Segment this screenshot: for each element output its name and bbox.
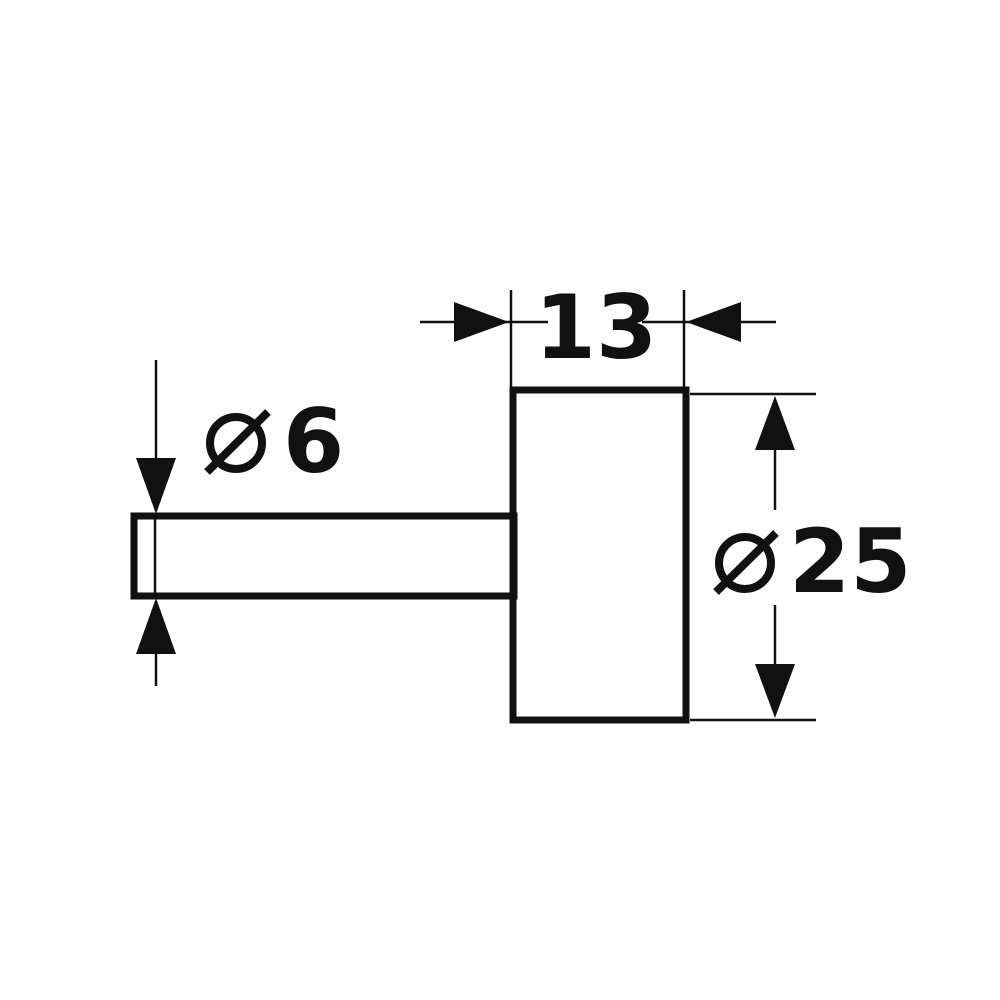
head-diameter-dimension: 25 [690,392,911,722]
part-outline [130,386,690,724]
shank-diameter-label: 6 [283,390,344,493]
arrow-right [454,302,509,342]
diameter-symbol-icon [204,409,271,475]
arrow-down [136,458,176,514]
shank-diameter-dimension: 6 [136,360,344,686]
arrow-down [755,664,795,718]
diameter-symbol-icon [713,530,779,595]
shank [130,512,518,600]
arrow-left [686,302,741,342]
width-label: 13 [535,276,657,379]
head-diameter-label: 25 [789,510,911,613]
arrow-up [136,598,176,654]
head [509,386,690,724]
arrow-up [755,396,795,450]
width-dimension: 13 [420,276,776,388]
